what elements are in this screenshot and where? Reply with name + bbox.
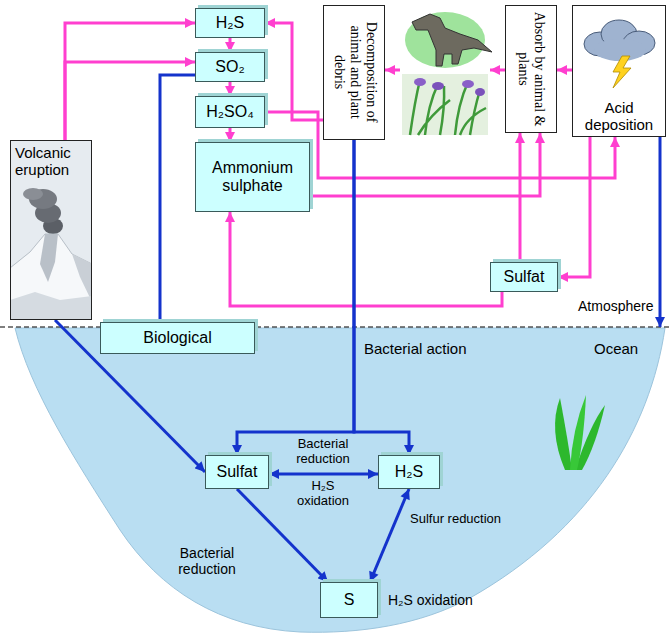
label-wrap: Ocean (594, 340, 638, 357)
connector (230, 212, 502, 306)
label-wrap: Sulfur reduction (410, 512, 501, 527)
dinosaur (412, 14, 492, 66)
compound-box: Ammonium sulphate (195, 142, 310, 212)
node-text: Sulfat (504, 268, 545, 286)
iris-flower (414, 78, 426, 86)
iris-flower (475, 88, 485, 96)
connector (557, 69, 572, 72)
connector (229, 82, 232, 96)
plant-ground (402, 74, 488, 135)
cloud-picture (584, 20, 655, 88)
node-text: Ammonium sulphate (200, 159, 305, 196)
connector (265, 23, 323, 120)
process-box: Absorb by animal & plants (505, 5, 557, 133)
leaves (410, 80, 486, 135)
connector (229, 38, 232, 52)
connector (269, 473, 378, 476)
compound-box: Sulfat (205, 455, 269, 489)
leaf (555, 398, 572, 470)
compound-box: H₂SO₄ (195, 96, 265, 128)
label-wrap: Bacterial reduction (290, 437, 356, 467)
leaf (570, 395, 586, 470)
edge-label: H₂S oxidation (290, 479, 356, 509)
node-text: Decomposition of animal and plant debris (330, 10, 378, 135)
connector (229, 128, 232, 142)
connector (354, 140, 409, 455)
region-label: Ocean (594, 340, 638, 357)
cloud (594, 39, 646, 61)
compound-box: H₂S (195, 8, 265, 38)
process-label: Bacterial reduction (290, 437, 356, 467)
process-label: Sulfur reduction (410, 512, 501, 527)
ground (10, 292, 92, 320)
node-text: Sulfat (217, 463, 258, 481)
ocean (15, 328, 665, 632)
connector (265, 112, 615, 178)
lightning (613, 56, 631, 88)
connector (519, 133, 522, 262)
iris-flower (462, 80, 474, 88)
label-wrap: H₂S oxidation (388, 592, 473, 608)
node-text: H₂S (395, 463, 423, 481)
node-text: S (344, 591, 355, 609)
flow-arrow (659, 137, 662, 327)
compound-box: Sulfat (490, 262, 558, 292)
flow-arrow (385, 69, 400, 72)
node-text: Absorb by animal & plants (515, 10, 547, 128)
volcano-picture (10, 140, 92, 320)
process-label: Bacterial action (364, 340, 467, 357)
sky (10, 140, 92, 320)
animal-plant-picture (402, 12, 492, 135)
mountain-shade (72, 254, 92, 302)
connector (160, 75, 195, 322)
ocean-body (15, 328, 665, 632)
node-text: Volcanic eruption (15, 144, 87, 179)
process-label: Bacterial reduction (172, 545, 242, 577)
sea-plant (555, 395, 605, 470)
iris-flower (432, 82, 444, 90)
node-text: H₂S (216, 14, 244, 32)
connector (65, 23, 195, 140)
mountain (10, 234, 92, 320)
mountain-shade (40, 234, 58, 282)
compound-box: H₂S (378, 455, 440, 489)
connector (370, 489, 409, 582)
plume (23, 188, 43, 200)
compound-box: SO₂ (195, 52, 265, 82)
node-text: Biological (143, 329, 211, 347)
flow-arrow (490, 69, 505, 72)
edge-label-wrap: H₂S oxidation (290, 479, 356, 509)
node-text: H₂SO₄ (206, 103, 253, 121)
node-text: SO₂ (215, 58, 244, 76)
connector (310, 133, 540, 196)
node-text: Acid deposition (577, 99, 661, 134)
label-wrap: Bacterial reduction (172, 545, 242, 577)
process-box: Decomposition of animal and plant debris (323, 5, 385, 140)
process-label: H₂S oxidation (388, 592, 473, 608)
source-box: Volcanic eruption (10, 140, 92, 320)
label-wrap: Bacterial action (364, 340, 467, 357)
connector (558, 137, 590, 277)
region-label: Atmosphere (578, 298, 653, 314)
process-box: Acid deposition (572, 5, 666, 137)
compound-box: S (320, 582, 378, 618)
process-box: Biological (100, 322, 255, 354)
label-wrap: Atmosphere (578, 298, 653, 314)
